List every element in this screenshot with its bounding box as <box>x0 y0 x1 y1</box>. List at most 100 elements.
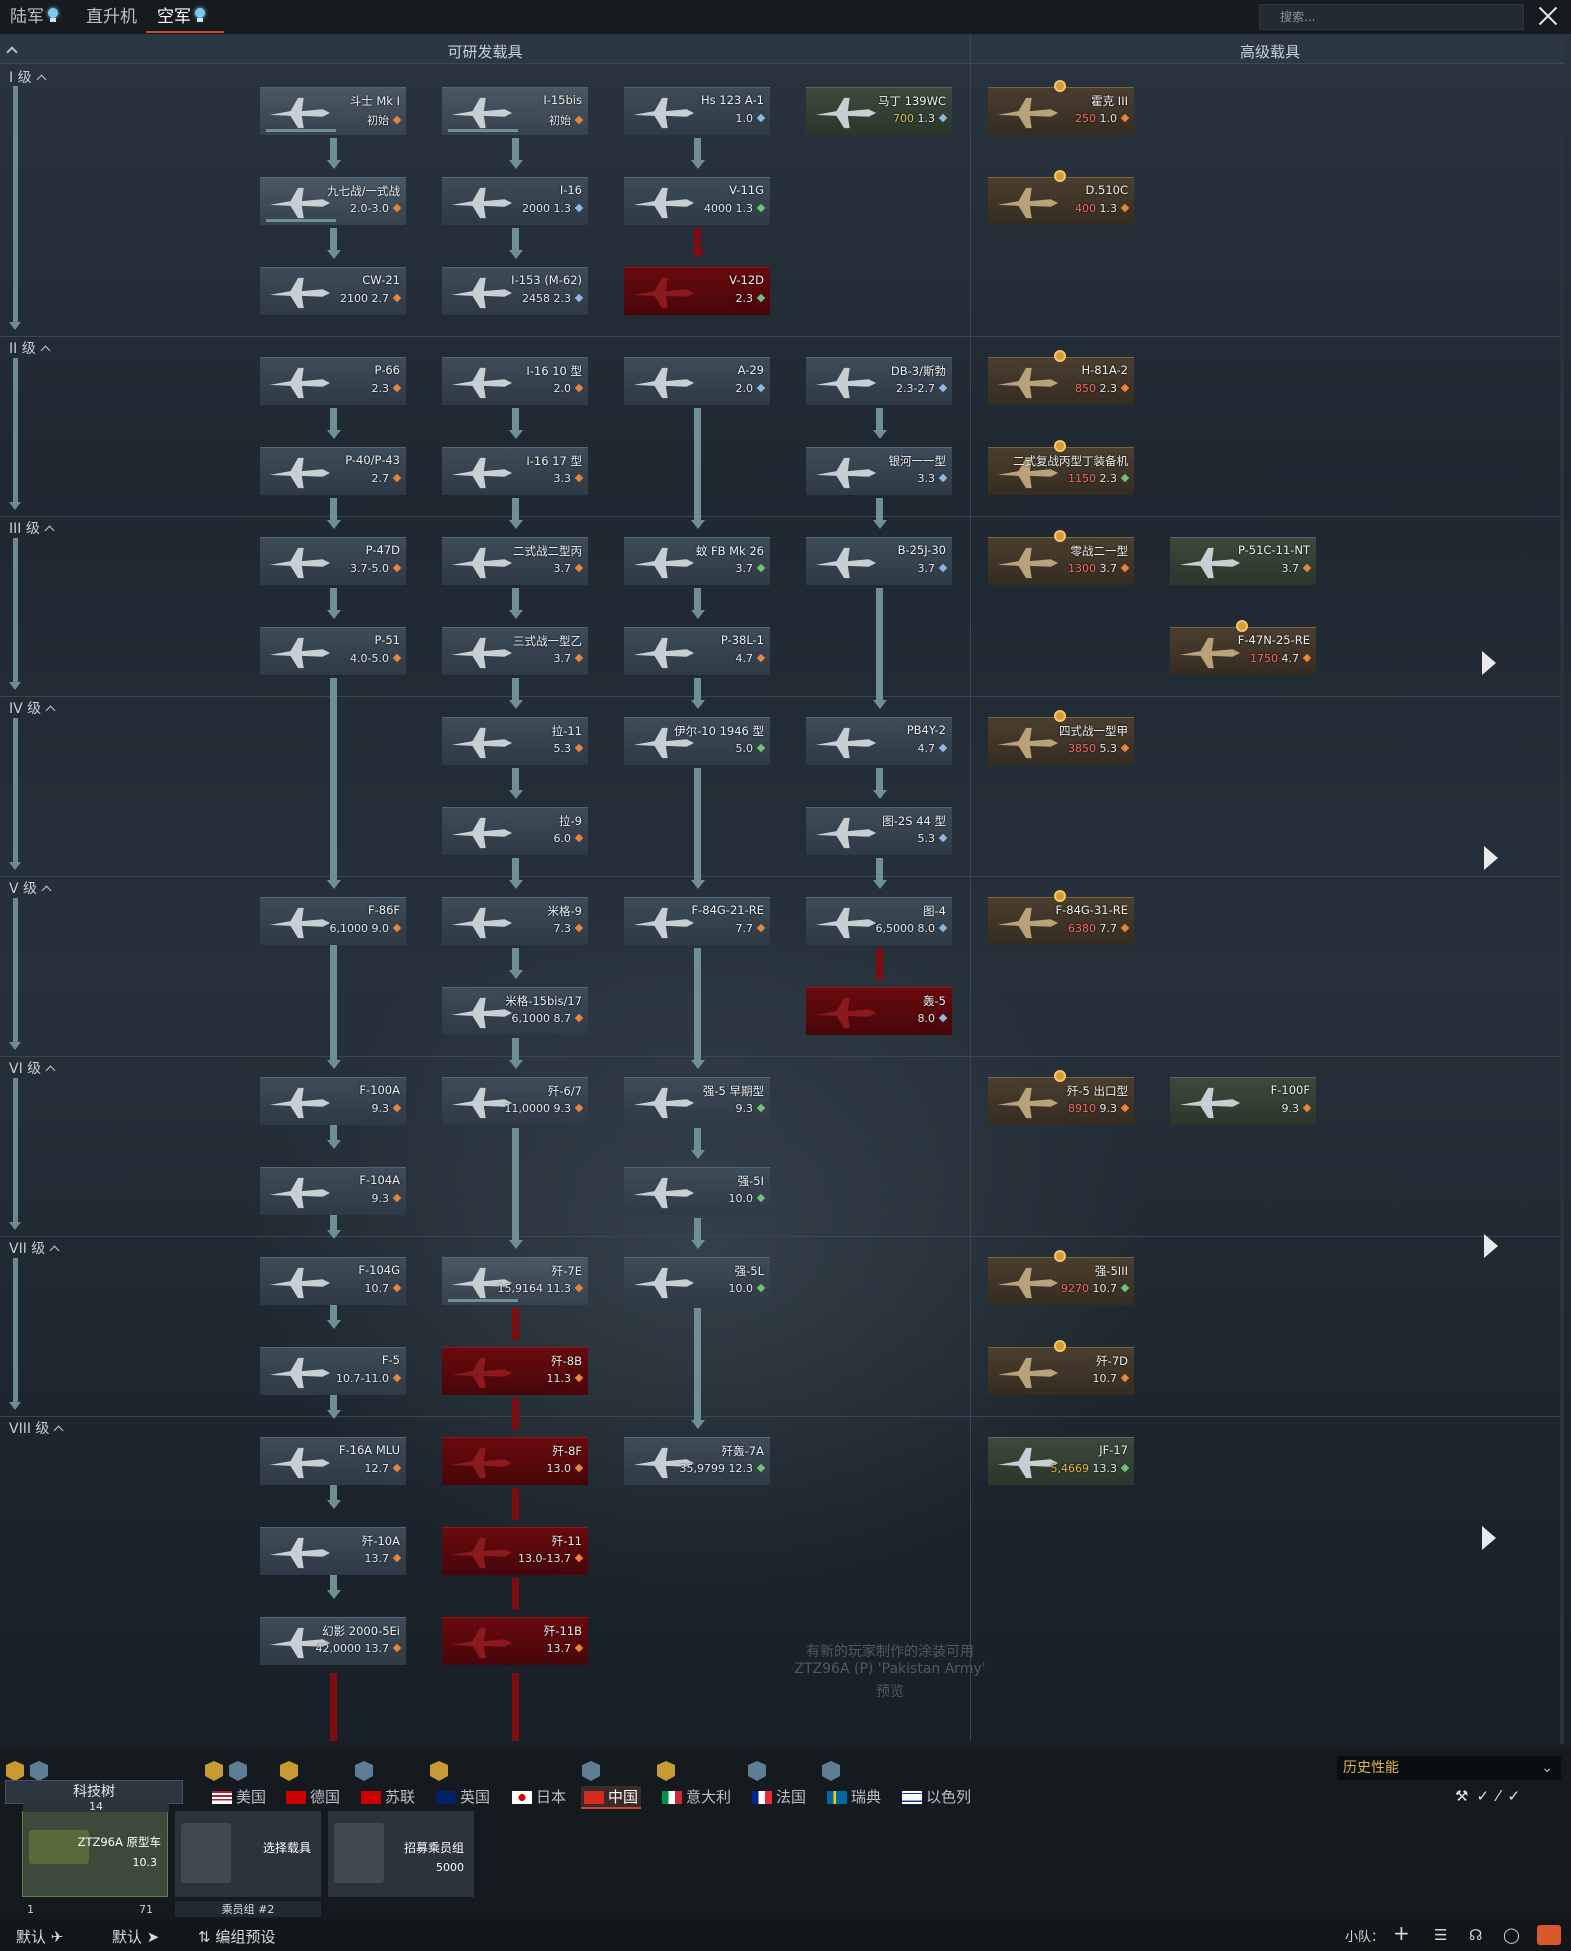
rank-1-label[interactable]: I 级 <box>9 67 47 87</box>
chat-icon[interactable]: ◯ <box>1503 1926 1520 1944</box>
nation-israel[interactable]: 以色列 <box>902 1786 971 1807</box>
select-vehicle-slot[interactable]: 选择载具 乘员组 #2 <box>175 1811 321 1917</box>
nation-china[interactable]: 中国 <box>581 1786 642 1809</box>
scrollbar[interactable] <box>1560 64 1564 1744</box>
tab-air[interactable]: 空军 <box>157 4 206 30</box>
recruit-crew-slot[interactable]: 招募乘员组 5000 <box>328 1811 474 1897</box>
nation-uk[interactable]: 英国 <box>436 1786 490 1807</box>
vehicle-slot-ztz96a[interactable]: 14 ZTZ96A 原型车 10.3 1 71 <box>22 1800 169 1916</box>
nation-france[interactable]: 法国 <box>752 1786 806 1807</box>
preset-default-2[interactable]: 默认 ➤ <box>112 1928 160 1946</box>
difficulty-select[interactable]: 历史性能⌄ <box>1337 1756 1561 1780</box>
search-input[interactable]: 搜索... <box>1259 4 1524 30</box>
add-squad-icon[interactable]: + <box>1393 1921 1410 1945</box>
rank-4-label[interactable]: IV 级 <box>9 698 56 718</box>
rank-2-label[interactable]: II 级 <box>9 338 51 358</box>
nation-germany[interactable]: 德国 <box>286 1786 340 1807</box>
nation-italy[interactable]: 意大利 <box>662 1786 731 1807</box>
rank-7-label[interactable]: VII 级 <box>9 1238 60 1258</box>
rank-6-label[interactable]: VI 级 <box>9 1058 56 1078</box>
close-icon[interactable] <box>1535 3 1561 29</box>
filter-toggle-icons[interactable]: ⚒✓⁄✓ <box>1455 1787 1529 1805</box>
preset-edit-button[interactable]: ⇅ 编组预设 <box>198 1928 276 1946</box>
nation-japan[interactable]: 日本 <box>512 1786 566 1807</box>
rank-8-label[interactable]: VIII 级 <box>9 1418 64 1438</box>
rank-5-label[interactable]: V 级 <box>9 878 52 898</box>
tab-ground[interactable]: 陆军 <box>10 4 59 30</box>
preview-link[interactable]: 预览 <box>876 1684 904 1700</box>
skin-notice[interactable]: 有新的玩家制作的涂装可用 ZTZ96A (P) 'Pakistan Army' … <box>640 1641 1140 1701</box>
preset-default-1[interactable]: 默认 ✈ <box>16 1928 64 1946</box>
vehicle-card[interactable]: I-153 (M-62)2458 2.3 <box>442 267 588 315</box>
mail-icon[interactable] <box>1537 1925 1561 1945</box>
nation-sweden[interactable]: 瑞典 <box>827 1786 881 1807</box>
nation-ussr[interactable]: 苏联 <box>361 1786 415 1807</box>
nation-usa[interactable]: 美国 <box>212 1786 266 1807</box>
list-icon[interactable]: ☰ <box>1434 1926 1448 1944</box>
friends-icon[interactable]: ☊ <box>1469 1926 1483 1944</box>
rank-3-label[interactable]: III 级 <box>9 518 55 538</box>
